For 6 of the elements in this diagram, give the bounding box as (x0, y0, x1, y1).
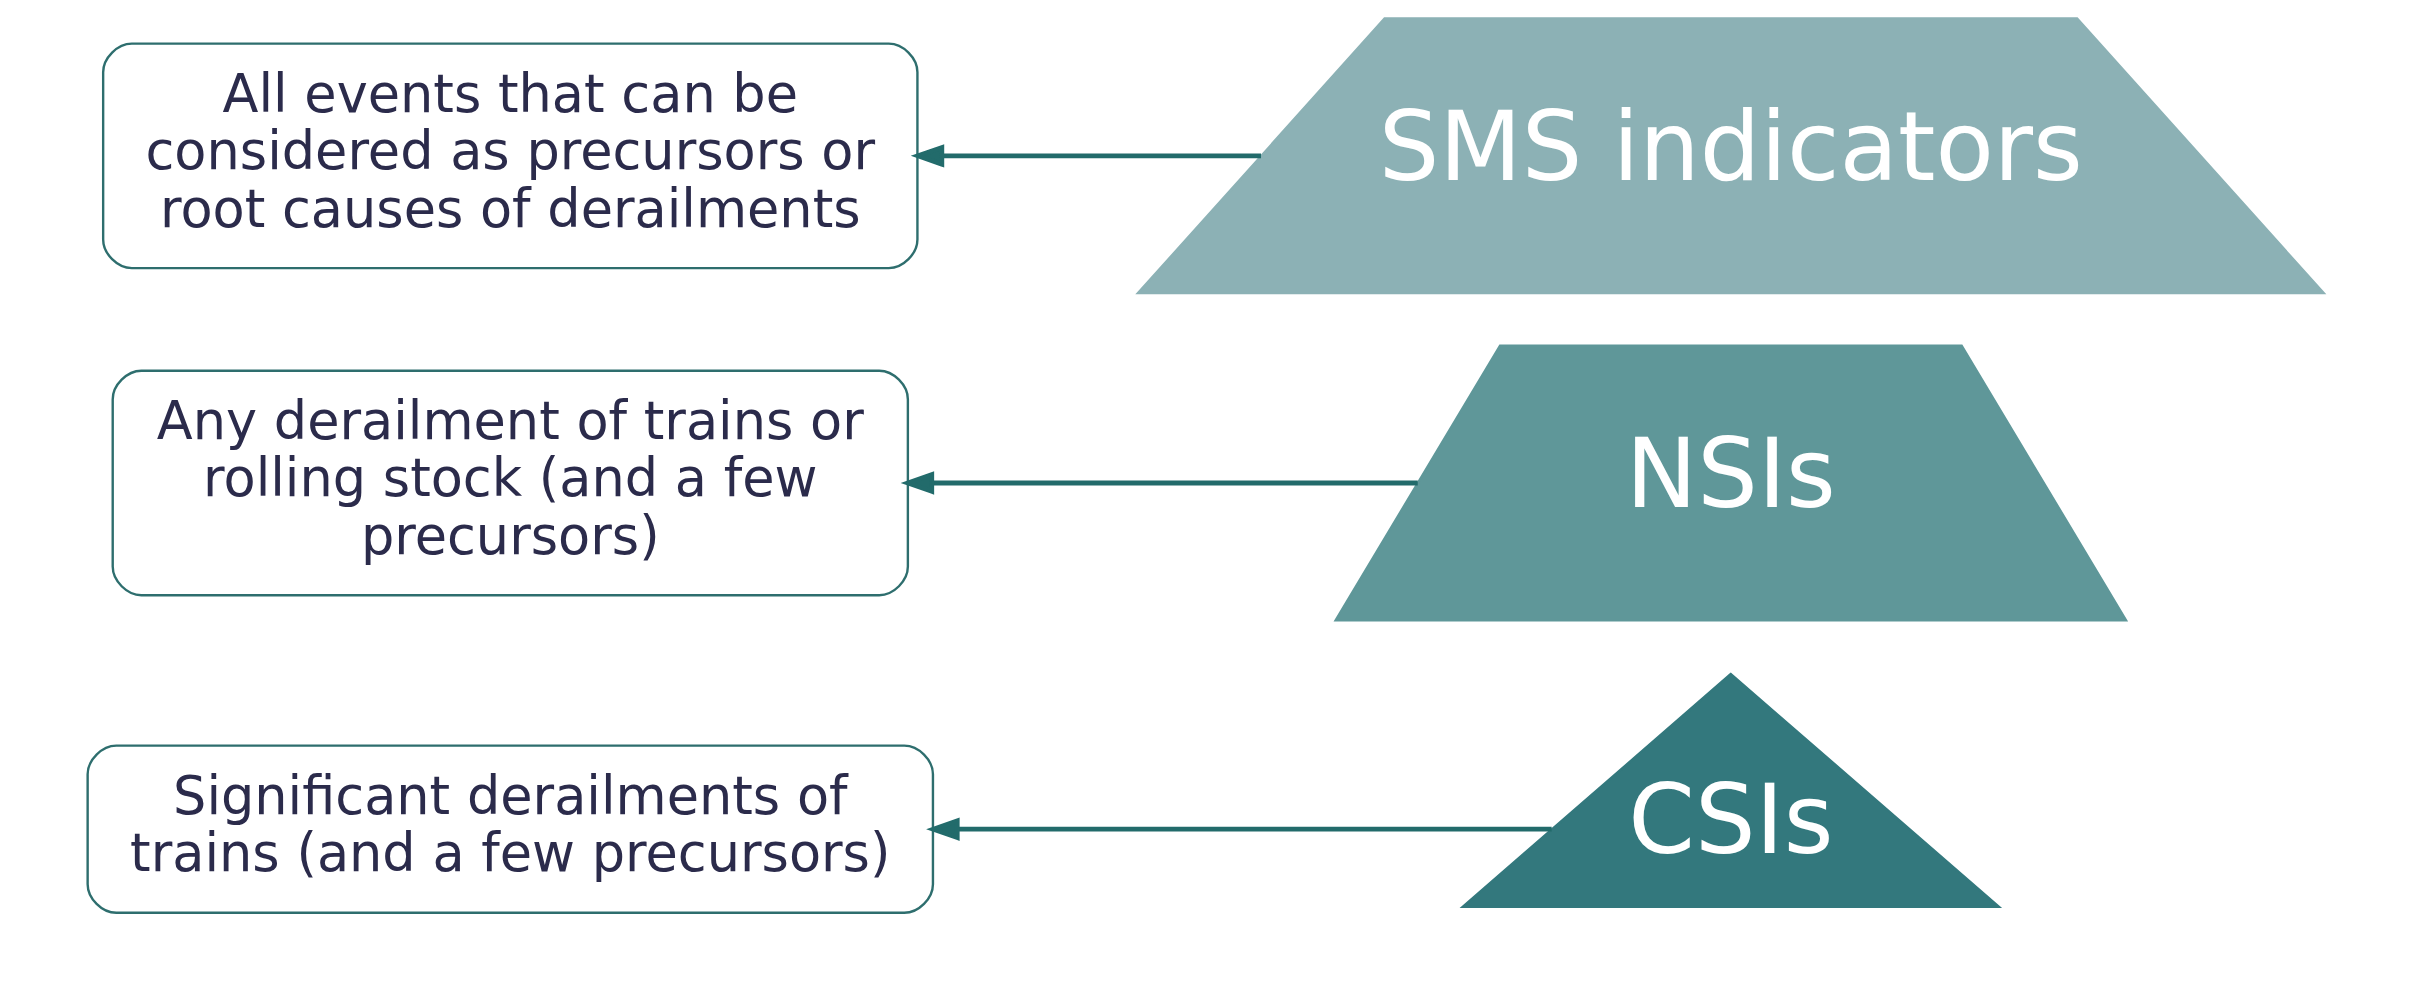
node-box: Significant derailments of trains (and a few precursors) (85, 743, 934, 914)
arrow (900, 470, 1418, 495)
arrow (910, 143, 1261, 168)
node-box: All events that can be considered as precursors or root causes of derailments (101, 41, 919, 269)
node-box: Any derailment of trains or rolling stock (and a few precursors) (111, 369, 909, 596)
arrow (925, 817, 1552, 841)
